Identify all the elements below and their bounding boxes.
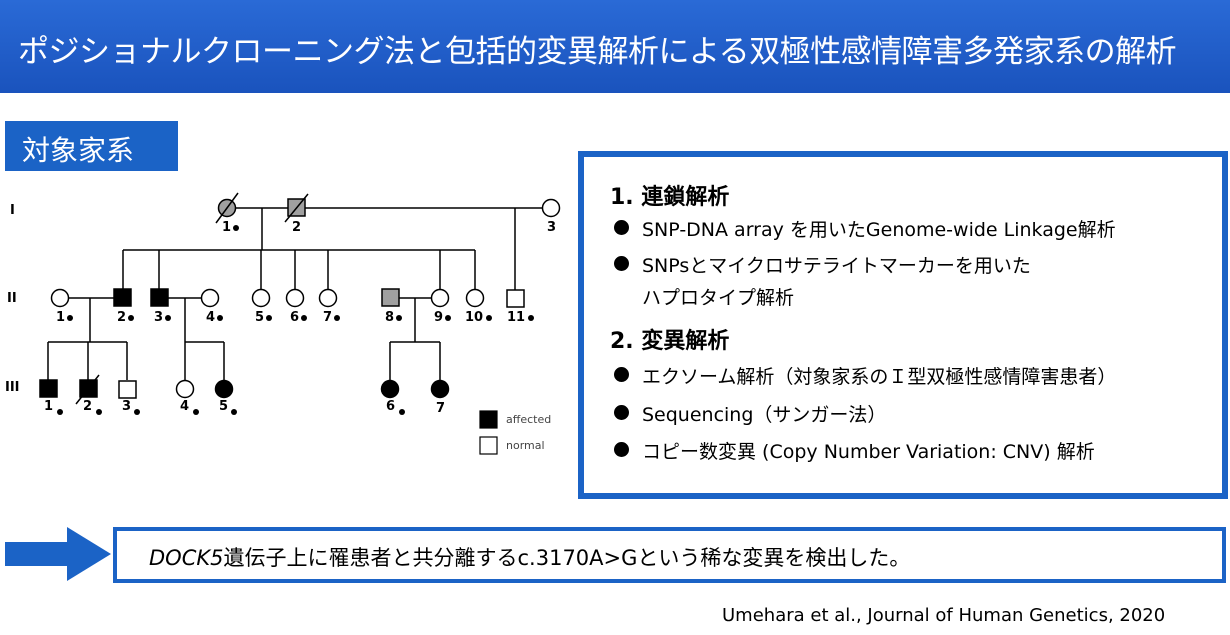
individual-II-11 xyxy=(506,289,525,308)
result-arrow-head-icon xyxy=(67,527,111,581)
individual-III-3 xyxy=(118,380,137,399)
generation-label-3: III xyxy=(5,380,20,395)
individual-II-1 xyxy=(50,288,70,308)
individual-II-4 xyxy=(200,288,220,308)
sample-dot xyxy=(57,409,63,415)
result-statement: DOCK5遺伝子上に罹患者と共分離するc.3170A>Gという稀な変異を検出した… xyxy=(149,542,910,572)
bullet-icon xyxy=(614,256,629,271)
linkage-item-2-line-1: SNPsとマイクロサテライトマーカーを用いた xyxy=(642,255,1031,277)
linkage-item-1: SNP-DNA array を用いたGenome-wide Linkage解析 xyxy=(642,219,1116,241)
label-II-5: 5 xyxy=(255,310,264,325)
linkage-item-2-line-2: ハプロタイプ解析 xyxy=(642,287,795,309)
bullet-icon xyxy=(614,220,629,235)
sample-dot xyxy=(231,409,237,415)
individual-II-8 xyxy=(381,288,400,307)
label-II-9: 9 xyxy=(434,310,443,325)
individual-II-2 xyxy=(113,288,132,307)
label-II-6: 6 xyxy=(290,310,299,325)
sample-dot xyxy=(334,315,340,321)
sample-dot xyxy=(217,315,223,321)
individual-III-6 xyxy=(380,379,400,399)
label-III-6: 6 xyxy=(386,399,395,414)
individual-II-9 xyxy=(430,288,450,308)
label-II-7: 7 xyxy=(323,310,332,325)
sample-dot xyxy=(165,315,171,321)
label-II-3: 3 xyxy=(154,310,163,325)
sample-dot xyxy=(128,315,134,321)
sample-dot xyxy=(396,315,402,321)
bullet-icon xyxy=(614,405,629,420)
mutation-item-1: エクソーム解析（対象家系のＩ型双極性感情障害患者） xyxy=(642,366,1117,388)
sample-dot xyxy=(193,409,199,415)
page-title: ポジショナルクローニング法と包括的変異解析による双極性感情障害多発家系の解析 xyxy=(18,34,1177,70)
label-I-3: 3 xyxy=(547,220,556,235)
individual-I-3 xyxy=(541,198,561,218)
linkage-heading: 1. 連鎖解析 xyxy=(610,185,730,210)
individual-II-5 xyxy=(251,288,271,308)
individual-II-7 xyxy=(318,288,338,308)
label-I-1: 1 xyxy=(222,220,231,235)
generation-label-1: I xyxy=(10,203,15,218)
sample-dot xyxy=(67,315,73,321)
label-II-1: 1 xyxy=(56,310,65,325)
label-I-2: 2 xyxy=(292,220,301,235)
label-II-2: 2 xyxy=(117,310,126,325)
label-II-10: 10 xyxy=(465,310,483,325)
result-panel: DOCK5遺伝子上に罹患者と共分離するc.3170A>Gという稀な変異を検出した… xyxy=(113,527,1226,583)
section-label: 対象家系 xyxy=(22,134,135,167)
label-III-1: 1 xyxy=(44,399,53,414)
legend-normal-swatch xyxy=(479,436,498,455)
label-III-4: 4 xyxy=(180,399,189,414)
gene-name: DOCK5 xyxy=(149,546,224,570)
bullet-icon xyxy=(614,442,629,457)
sample-dot xyxy=(266,315,272,321)
label-III-5: 5 xyxy=(219,399,228,414)
sample-dot xyxy=(486,315,492,321)
sample-dot xyxy=(445,315,451,321)
sample-dot xyxy=(528,315,534,321)
legend-affected-swatch xyxy=(479,410,498,429)
individual-III-4 xyxy=(175,379,195,399)
label-II-4: 4 xyxy=(206,310,215,325)
sample-dot xyxy=(96,409,102,415)
pedigree-chart: I II III xyxy=(5,192,561,455)
result-text: 遺伝子上に罹患者と共分離するc.3170A>Gという稀な変異を検出した。 xyxy=(223,546,911,570)
result-arrow-icon xyxy=(5,542,67,566)
individual-III-7 xyxy=(430,379,450,399)
mutation-item-2: Sequencing（サンガー法） xyxy=(642,404,887,426)
label-III-7: 7 xyxy=(436,401,445,416)
generation-label-2: II xyxy=(7,291,17,306)
individual-II-6 xyxy=(285,288,305,308)
individual-II-3 xyxy=(150,288,169,307)
sample-dot xyxy=(301,315,307,321)
legend-normal-label: normal xyxy=(506,439,545,452)
analysis-methods-panel: 1. 連鎖解析 SNP-DNA array を用いたGenome-wide Li… xyxy=(578,151,1228,499)
label-II-8: 8 xyxy=(385,310,394,325)
section-tab xyxy=(5,121,178,171)
sample-dot xyxy=(233,225,239,231)
sample-dot xyxy=(134,409,140,415)
individual-III-1 xyxy=(39,379,58,398)
individual-II-10 xyxy=(465,288,485,308)
title-bar: ポジショナルクローニング法と包括的変異解析による双極性感情障害多発家系の解析 xyxy=(0,0,1230,93)
mutation-heading: 2. 変異解析 xyxy=(610,329,730,354)
bullet-icon xyxy=(614,367,629,382)
legend-affected-label: affected xyxy=(506,413,551,426)
individual-III-5 xyxy=(214,379,234,399)
sample-dot xyxy=(399,409,405,415)
citation: Umehara et al., Journal of Human Genetic… xyxy=(722,605,1166,626)
label-II-11: 11 xyxy=(507,310,525,325)
label-III-2: 2 xyxy=(83,399,92,414)
label-III-3: 3 xyxy=(122,399,131,414)
mutation-item-3: コピー数変異 (Copy Number Variation: CNV) 解析 xyxy=(642,441,1095,463)
